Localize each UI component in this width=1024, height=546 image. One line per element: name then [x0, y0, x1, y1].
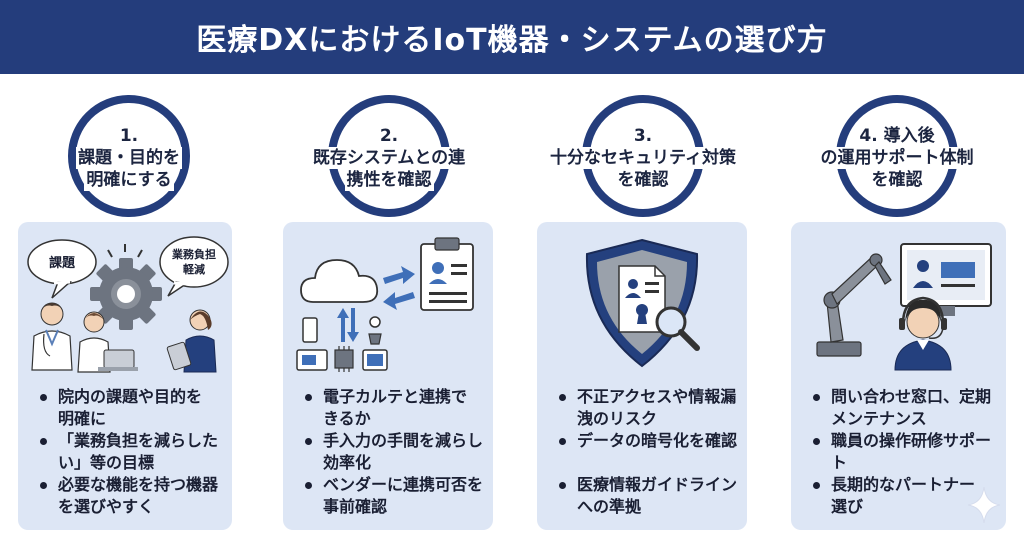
keyhole-icon: [636, 304, 648, 324]
device-smartphone-icon: [302, 317, 318, 343]
step-4-heading-line-3: を確認: [869, 169, 925, 191]
doctor-icon: [31, 302, 73, 371]
step-1-bullet-list: 院内の課題や目的を明確に 「業務負担を減らしたい」等の目標 必要な機能を持つ機器…: [36, 386, 224, 518]
monitor-icon: [900, 243, 992, 316]
list-item: 院内の課題や目的を明確に: [36, 386, 224, 430]
list-item: 長期的なパートナー選び: [809, 474, 998, 518]
step-3-heading-line-3: を確認: [615, 169, 671, 191]
step-4-heading-line-1: 4. 導入後: [857, 125, 937, 147]
list-item: 「業務負担を減らしたい」等の目標: [36, 430, 224, 474]
step-2-heading-line-1: 2.: [377, 125, 401, 147]
step-4-card: 問い合わせ窓口、定期メンテナンス 職員の操作研修サポート 長期的なパートナー選び: [791, 222, 1006, 530]
nurse-icon: [77, 311, 138, 373]
speech-bubble-icon: 課題: [27, 239, 97, 299]
step-2-bullet-list: 電子カルテと連携できるか 手入力の手間を減らし効率化 ベンダーに連携可否を事前確…: [301, 386, 485, 518]
step-2-illustration: [296, 237, 474, 372]
sensor-icon: [368, 316, 382, 345]
nurse-with-tablet-icon: [166, 309, 217, 373]
device-tablet-icon: [362, 349, 388, 371]
step-2-heading-line-3: 携性を確認: [344, 169, 434, 191]
step-1-heading-line-3: 明確にする: [84, 169, 174, 191]
step-4-illustration: [816, 243, 992, 371]
tablet-icon: [166, 341, 192, 371]
document-icon: [618, 265, 666, 333]
step-3-card: 不正アクセスや情報漏洩のリスク データの暗号化を確認 医療情報ガイドラインへの準…: [537, 222, 747, 530]
chip-icon: [334, 346, 354, 372]
step-3-heading-line-1: 3.: [631, 125, 655, 147]
magnifier-icon: [655, 306, 700, 351]
step-4-bullet-list: 問い合わせ窓口、定期メンテナンス 職員の操作研修サポート 長期的なパートナー選び: [809, 386, 998, 518]
page-title: 医療DXにおけるIoT機器・システムの選び方: [196, 23, 828, 58]
step-1-illustration: 課題 業務負担 軽減: [27, 236, 229, 373]
clipboard-icon: [420, 237, 474, 311]
step-4-heading: 4. 導入後 の運用サポート体制 を確認: [794, 112, 1000, 204]
step-3-heading: 3. 十分なセキュリティ対策 を確認: [528, 112, 758, 204]
list-item: 医療情報ガイドラインへの準拠: [555, 474, 739, 518]
list-item: 電子カルテと連携できるか: [301, 386, 485, 430]
gear-icon: [90, 258, 162, 330]
step-1-heading-line-2: 課題・目的を: [76, 147, 182, 169]
laptop-icon: [103, 349, 135, 369]
step-2-heading: 2. 既存システムとの連 携性を確認: [275, 112, 503, 204]
list-item: 必要な機能を持つ機器を選びやすく: [36, 474, 224, 518]
step-2-heading-line-2: 既存システムとの連: [310, 147, 468, 169]
idea-rays: [107, 244, 143, 258]
cloud-icon: [300, 259, 379, 303]
list-item: ベンダーに連携可否を事前確認: [301, 474, 485, 518]
list-item: データの暗号化を確認: [555, 430, 739, 452]
list-item: 不正アクセスや情報漏洩のリスク: [555, 386, 739, 430]
list-item: 手入力の手間を減らし効率化: [301, 430, 485, 474]
step-2-card: 電子カルテと連携できるか 手入力の手間を減らし効率化 ベンダーに連携可否を事前確…: [283, 222, 493, 530]
bubble-text-issue: 課題: [49, 255, 76, 271]
step-4-heading-line-2: の運用サポート体制: [818, 147, 976, 169]
step-3-bullet-list: 不正アクセスや情報漏洩のリスク データの暗号化を確認 医療情報ガイドラインへの準…: [555, 386, 739, 518]
robot-arm-icon: [816, 253, 892, 357]
data-transfer-arrows-icon: [337, 308, 359, 342]
headset-operator-icon: [894, 296, 952, 371]
step-3-illustration: [585, 238, 700, 368]
step-1-heading-line-1: 1.: [117, 125, 141, 147]
bubble-text-burden: 業務負担: [171, 247, 216, 261]
bubble-text-reduce: 軽減: [183, 262, 205, 276]
step-1-card: 課題 業務負担 軽減: [18, 222, 232, 530]
step-1-heading: 1. 課題・目的を 明確にする: [29, 112, 229, 204]
list-item: 問い合わせ窓口、定期メンテナンス: [809, 386, 998, 430]
sparkle-icon: [967, 486, 1001, 524]
step-3-heading-line-2: 十分なセキュリティ対策: [548, 147, 738, 169]
speech-bubble-icon: 業務負担 軽減: [159, 236, 229, 297]
list-item: 職員の操作研修サポート: [809, 430, 998, 474]
header-banner: 医療DXにおけるIoT機器・システムの選び方: [0, 0, 1024, 74]
sync-arrows-icon: [383, 266, 415, 310]
device-monitor-icon: [296, 349, 328, 371]
